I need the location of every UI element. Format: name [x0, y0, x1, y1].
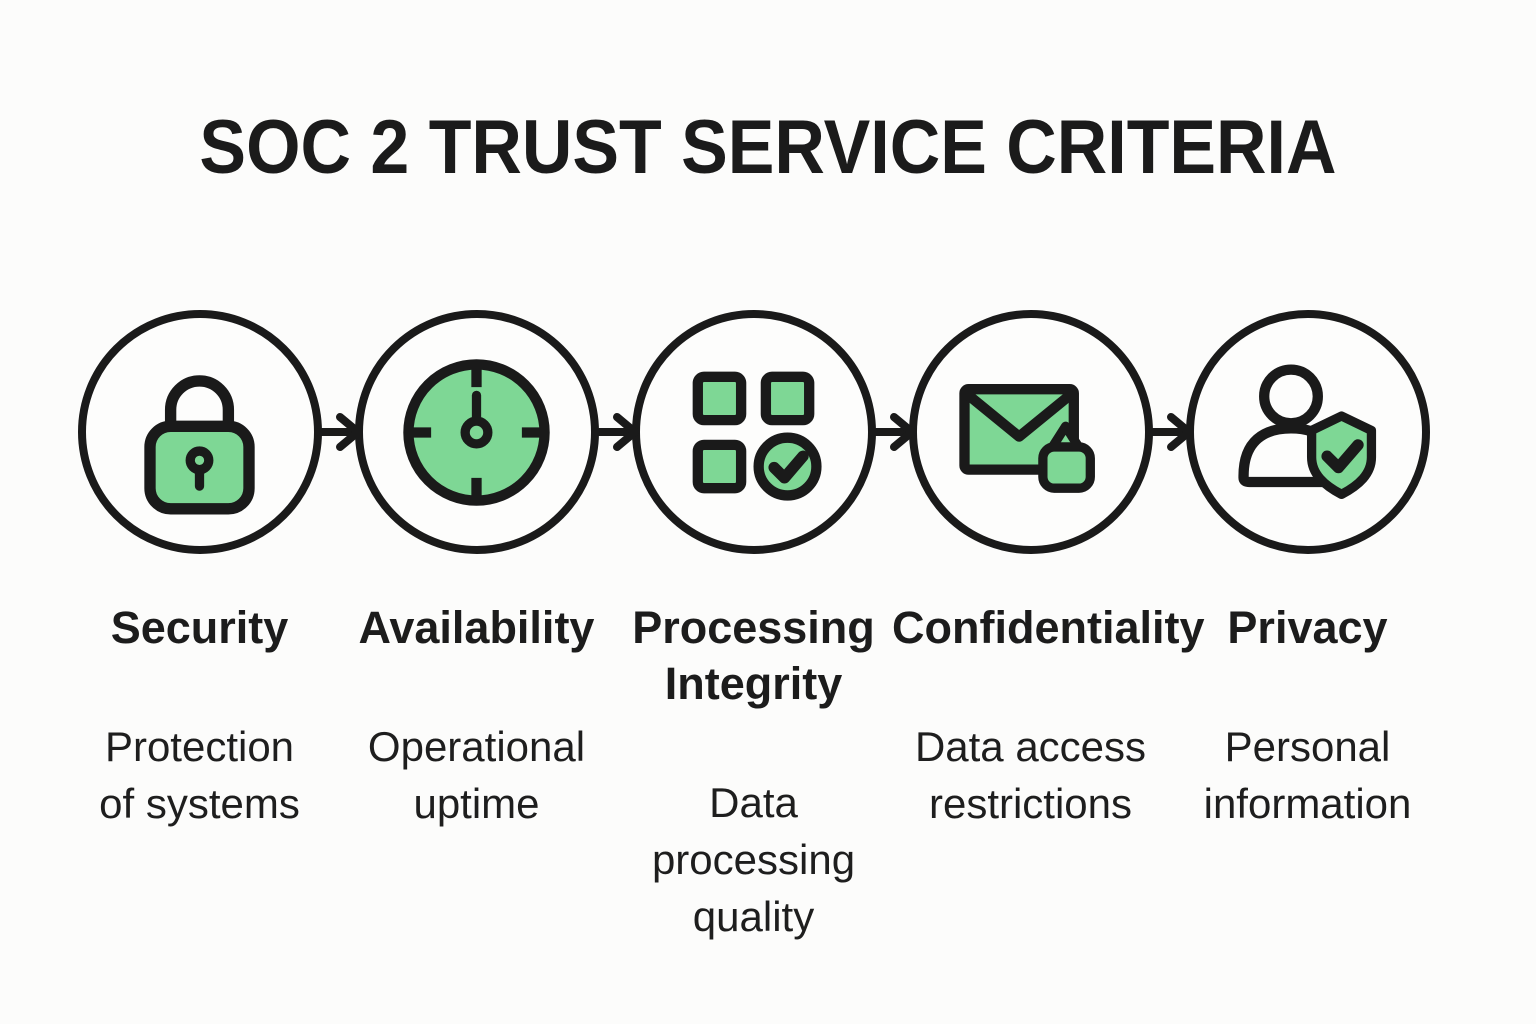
- arrow-right-icon: [1146, 413, 1193, 451]
- clock-icon: [403, 358, 550, 506]
- padlock-icon: [144, 374, 255, 514]
- page-title: SOC 2 TRUST SERVICE CRITERIA: [0, 104, 1536, 191]
- criterion-availability: Availability Operational uptime: [338, 310, 615, 945]
- processing-integrity-icon-circle: [631, 310, 876, 554]
- availability-icon-circle: [354, 310, 599, 554]
- criterion-label: Availability: [358, 602, 595, 653]
- privacy-icon-circle: [1185, 310, 1430, 554]
- arrow-right-icon: [869, 413, 916, 451]
- criterion-description: Protection of systems: [99, 723, 300, 827]
- grid-check-icon: [692, 371, 822, 501]
- criteria-row: Security Protection of systems Availabil…: [61, 310, 1446, 945]
- criterion-label: Security: [110, 602, 289, 653]
- criterion-description: Personal information: [1203, 723, 1412, 827]
- criterion-description: Operational uptime: [367, 723, 586, 827]
- criterion-privacy: Privacy Personal information: [1169, 310, 1446, 945]
- criterion-label: Privacy: [1227, 602, 1388, 653]
- arrow-right-icon: [315, 413, 362, 451]
- confidentiality-icon-circle: [908, 310, 1153, 554]
- criterion-label: Confidentiality: [892, 602, 1205, 653]
- user-shield-icon: [1238, 363, 1377, 499]
- criterion-processing-integrity: Processing Integrity Data processing qua…: [615, 310, 892, 945]
- criterion-label: Processing Integrity: [632, 602, 875, 709]
- envelope-lock-icon: [959, 383, 1095, 493]
- criterion-description: Data processing quality: [651, 779, 856, 940]
- criterion-security: Security Protection of systems: [61, 310, 338, 945]
- criterion-confidentiality: Confidentiality Data access restrictions: [892, 310, 1205, 945]
- criterion-description: Data access restrictions: [914, 723, 1147, 827]
- security-icon-circle: [77, 310, 322, 554]
- page-title-text: SOC 2 TRUST SERVICE CRITERIA: [199, 105, 1337, 190]
- arrow-right-icon: [592, 413, 639, 451]
